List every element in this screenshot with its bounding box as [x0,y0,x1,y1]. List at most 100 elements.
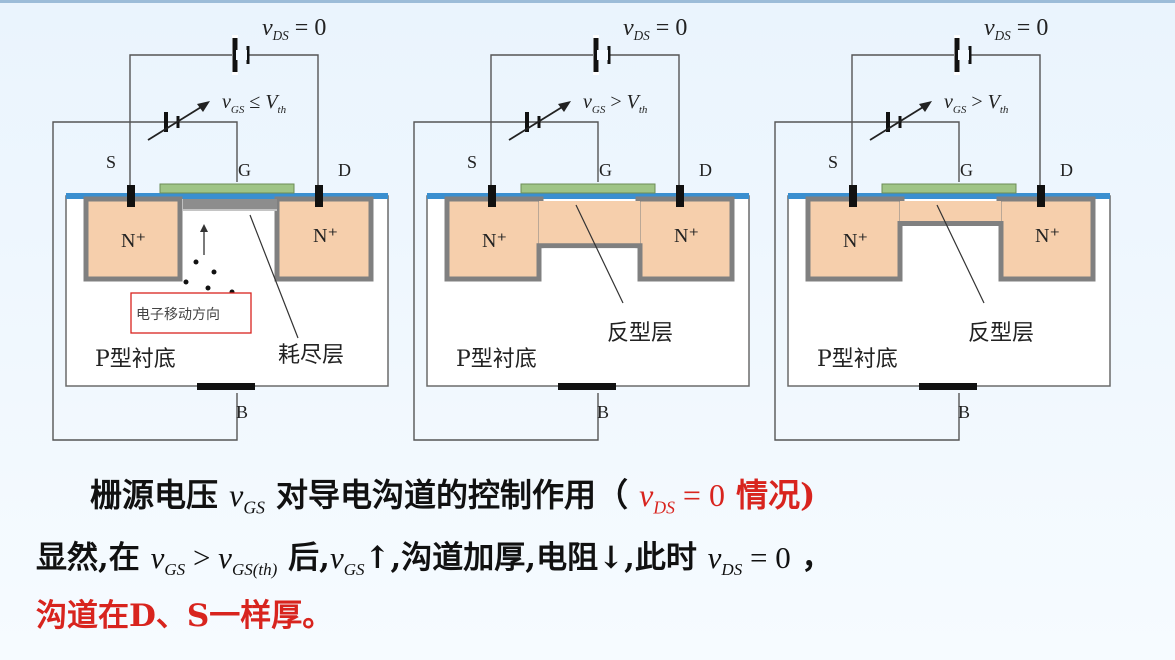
gate-label: G [238,160,251,180]
electron [183,279,189,285]
source-contact [127,185,135,207]
top-border [0,0,1175,3]
caption-title-mid: 对导电沟道的控制作用（ [276,476,629,514]
gate-electrode [520,183,656,194]
line2-vds: vDS = 0 [707,540,791,580]
source-label: S [106,152,116,172]
source-contact [849,185,857,207]
variable-arrowhead [197,101,210,112]
drain-label: D [338,160,351,180]
n-plus-label-right: N⁺ [674,225,699,247]
channel-gap-fill [902,226,999,283]
gate-label: G [599,160,612,180]
caption-title: 栅源电压 vGS 对导电沟道的控制作用（ vDS = 0 情况) [90,470,815,518]
vds-wire [851,54,1041,192]
drain-contact [1037,185,1045,207]
layer-pointer [575,204,624,304]
n-plus-label-right: N⁺ [313,225,338,247]
oxide-layer [66,193,388,199]
oxide-layer [788,193,1110,199]
caption-vgs-symbol: vGS [229,477,265,518]
line2-vgs-2: vGS [329,540,365,580]
vgs-label: vGS > Vth [583,91,648,116]
substrate-label: P型衬底 [95,347,176,372]
body-label: B [958,402,970,422]
drain-label: D [1060,160,1073,180]
source-label: S [467,152,477,172]
electron-direction-box [130,292,252,334]
caption-line-2: 显然,在 vGS > vGS(th) 后,vGS↑,沟道加厚,电阻↓,此时 vD… [36,532,833,580]
depletion-layer [183,199,277,209]
caption-title-pre: 栅源电压 [90,476,219,514]
line2-after: 后, [288,540,330,576]
variable-arrowhead [558,101,571,112]
body-contact [558,383,616,390]
layer-label: 反型层 [968,321,1034,346]
caption-title-post: 情况) [736,476,816,514]
electron [193,259,199,265]
variable-arrow [508,103,568,141]
caption-vds-condition: vDS = 0 [639,477,725,518]
channel-gap-fill [541,248,638,283]
gate-electrode [159,183,295,194]
line2-rest: ↑,沟道加厚,电阻↓,此时 [364,540,697,576]
source-label: S [828,152,838,172]
inversion-channel [539,201,640,246]
body-contact [919,383,977,390]
electron-direction-label: 电子移动方向 [136,307,220,323]
vgs-wire [852,121,960,182]
body-wire [413,121,599,441]
line2-intro: 显然,在 [36,540,140,576]
body-contact [197,383,255,390]
line2-vgs: vGS > vGS(th) [150,540,278,580]
body-wire [774,121,960,441]
vgs-label: vGS > Vth [944,91,1009,116]
n-plus-label-left: N⁺ [843,230,868,252]
depletion-edge [183,209,277,211]
n-plus-label-right: N⁺ [1035,225,1060,247]
vds-wire [490,54,680,192]
body-label: B [236,402,248,422]
vgs-wire [491,121,599,182]
drain-label: D [699,160,712,180]
battery-space [958,50,969,60]
body-label: B [597,402,609,422]
electron-direction-arrowhead [200,224,208,232]
gate-electrode [881,183,1017,194]
vgs-wire [130,121,238,182]
channel-border [536,243,643,279]
layer-label: 耗尽层 [278,343,344,368]
battery-space [236,50,247,60]
substrate-label: P型衬底 [456,347,537,372]
body-wire [52,121,238,441]
n-plus-drain [274,196,374,282]
source-contact [488,185,496,207]
n-plus-label-left: N⁺ [121,230,146,252]
variable-arrowhead [919,101,932,112]
drain-contact [315,185,323,207]
electron [211,269,217,275]
layer-pointer [249,214,299,339]
drain-contact [676,185,684,207]
channel-border [897,221,1004,279]
layer-pointer [936,204,985,304]
n-plus-drain [996,196,1096,282]
n-plus-source [83,196,183,282]
vds-label: vDS = 0 [623,15,687,43]
caption-line-3: 沟道在D、S一样厚。 [36,598,334,634]
gate-label: G [960,160,973,180]
variable-arrow [147,103,207,141]
layer-label: 反型层 [607,321,673,346]
substrate-label: P型衬底 [817,347,898,372]
line2-end: ， [801,540,833,576]
inversion-channel [900,201,1001,224]
oxide-layer [427,193,749,199]
n-plus-label-left: N⁺ [482,230,507,252]
variable-arrow [869,103,929,141]
vgs-label: vGS ≤ Vth [222,91,287,116]
vds-wire [129,54,319,192]
